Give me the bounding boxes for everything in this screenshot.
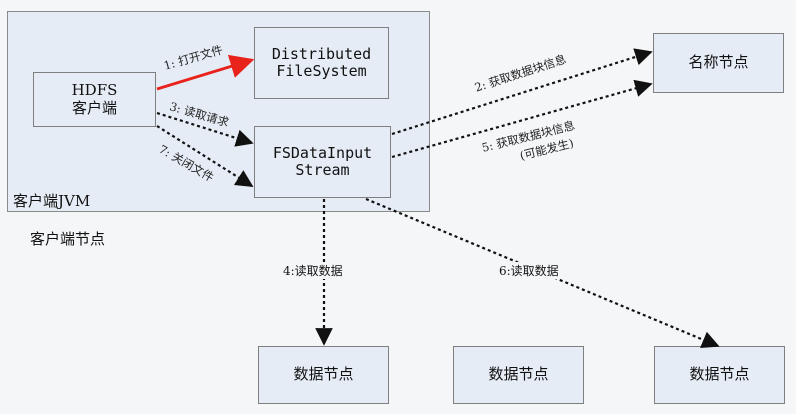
datanode-box-1: 数据节点 <box>258 346 389 404</box>
hdfs-client-label-line1: HDFS <box>71 81 118 100</box>
hdfs-client-label-line2: 客户端 <box>71 98 117 117</box>
datanode-box-3: 数据节点 <box>654 346 785 404</box>
distributed-filesystem-box: Distributed FileSystem <box>254 27 389 99</box>
fsdatainputstream-box: FSDataInput Stream <box>254 126 391 198</box>
arrow-open-file <box>156 54 255 91</box>
arrow-close-file <box>156 125 254 187</box>
arrow-get-block-info-again <box>391 79 653 159</box>
fsdatainputstream-label-line2: Stream <box>295 161 350 179</box>
arrow-read-request <box>156 111 254 147</box>
datanode-label-1: 数据节点 <box>293 365 354 384</box>
edge-label-read-data-4: 4:读取数据 <box>281 262 345 279</box>
client-jvm-label: 客户端JVM <box>13 192 91 210</box>
edge-label-read-data-6: 6:读取数据 <box>497 262 561 279</box>
distributed-filesystem-label-line2: FileSystem <box>276 62 367 80</box>
fsdatainputstream-label-line1: FSDataInput <box>272 143 373 162</box>
datanode-box-2: 数据节点 <box>453 346 584 404</box>
distributed-filesystem-label-line1: Distributed <box>271 44 372 63</box>
client-node-label: 客户端节点 <box>30 230 106 248</box>
namenode-label: 名称节点 <box>688 53 749 72</box>
datanode-label-3: 数据节点 <box>689 365 750 384</box>
datanode-label-2: 数据节点 <box>488 365 549 384</box>
hdfs-client-box: HDFS 客户端 <box>33 72 156 127</box>
namenode-box: 名称节点 <box>653 33 784 93</box>
